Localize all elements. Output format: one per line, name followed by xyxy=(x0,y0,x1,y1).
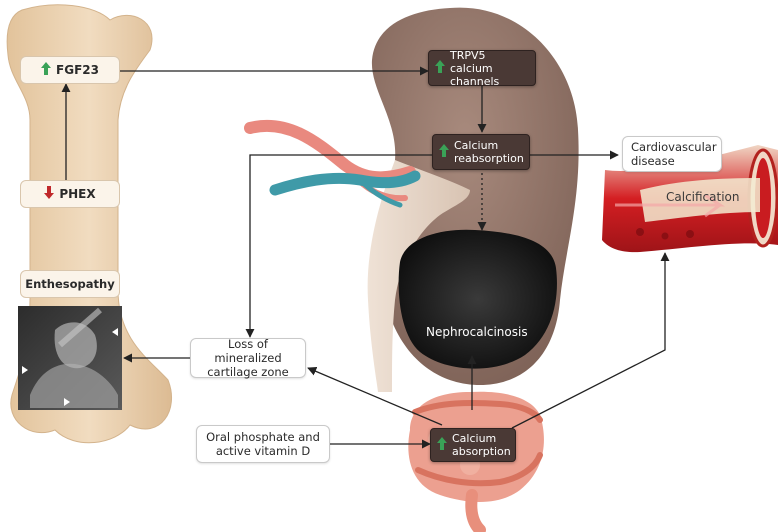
arrow-reabsorption-to-loss xyxy=(245,154,432,338)
trpv5-label: TRPV5 calcium channels xyxy=(450,48,500,88)
calcium-absorption-node: Calcium absorption xyxy=(430,428,516,462)
oral-phosphate-label: Oral phosphate and active vitamin D xyxy=(206,430,320,458)
enthesopathy-node: Enthesopathy xyxy=(20,270,120,298)
calcium-reabsorption-node: Calcium reabsorption xyxy=(432,134,530,170)
fgf23-label: FGF23 xyxy=(56,63,99,77)
calcium-reabsorption-label: Calcium reabsorption xyxy=(454,139,524,165)
renal-pelvis xyxy=(367,160,470,392)
up-arrow-icon xyxy=(437,437,447,453)
nephrocalcinosis-image xyxy=(398,229,557,369)
up-arrow-icon xyxy=(41,62,52,78)
up-arrow-icon xyxy=(439,144,449,160)
fgf23-node: FGF23 xyxy=(20,56,120,84)
phex-label: PHEX xyxy=(59,187,96,201)
calcification-label: Calcification xyxy=(666,190,740,204)
loss-cartilage-node: Loss of mineralized cartilage zone xyxy=(190,337,306,379)
oral-phosphate-node: Oral phosphate and active vitamin D xyxy=(196,425,330,463)
cardiovascular-label: Cardiovascular disease xyxy=(631,140,717,168)
calcium-absorption-label: Calcium absorption xyxy=(452,432,511,458)
xray-image xyxy=(18,306,122,410)
arrow-absorption-to-cardio xyxy=(511,252,670,429)
phex-node: PHEX xyxy=(20,180,120,208)
trpv5-node: TRPV5 calcium channels xyxy=(428,48,536,88)
renal-vessels xyxy=(244,119,421,208)
nephrocalcinosis-label: Nephrocalcinosis xyxy=(426,325,528,339)
up-arrow-icon xyxy=(435,60,445,76)
cardiovascular-node: Cardiovascular disease xyxy=(622,136,722,172)
down-arrow-icon xyxy=(44,186,55,202)
arrow-absorption-to-loss xyxy=(307,367,443,426)
connector-arrows xyxy=(61,66,670,449)
loss-cartilage-label: Loss of mineralized cartilage zone xyxy=(207,337,289,379)
enthesopathy-label: Enthesopathy xyxy=(25,277,115,291)
